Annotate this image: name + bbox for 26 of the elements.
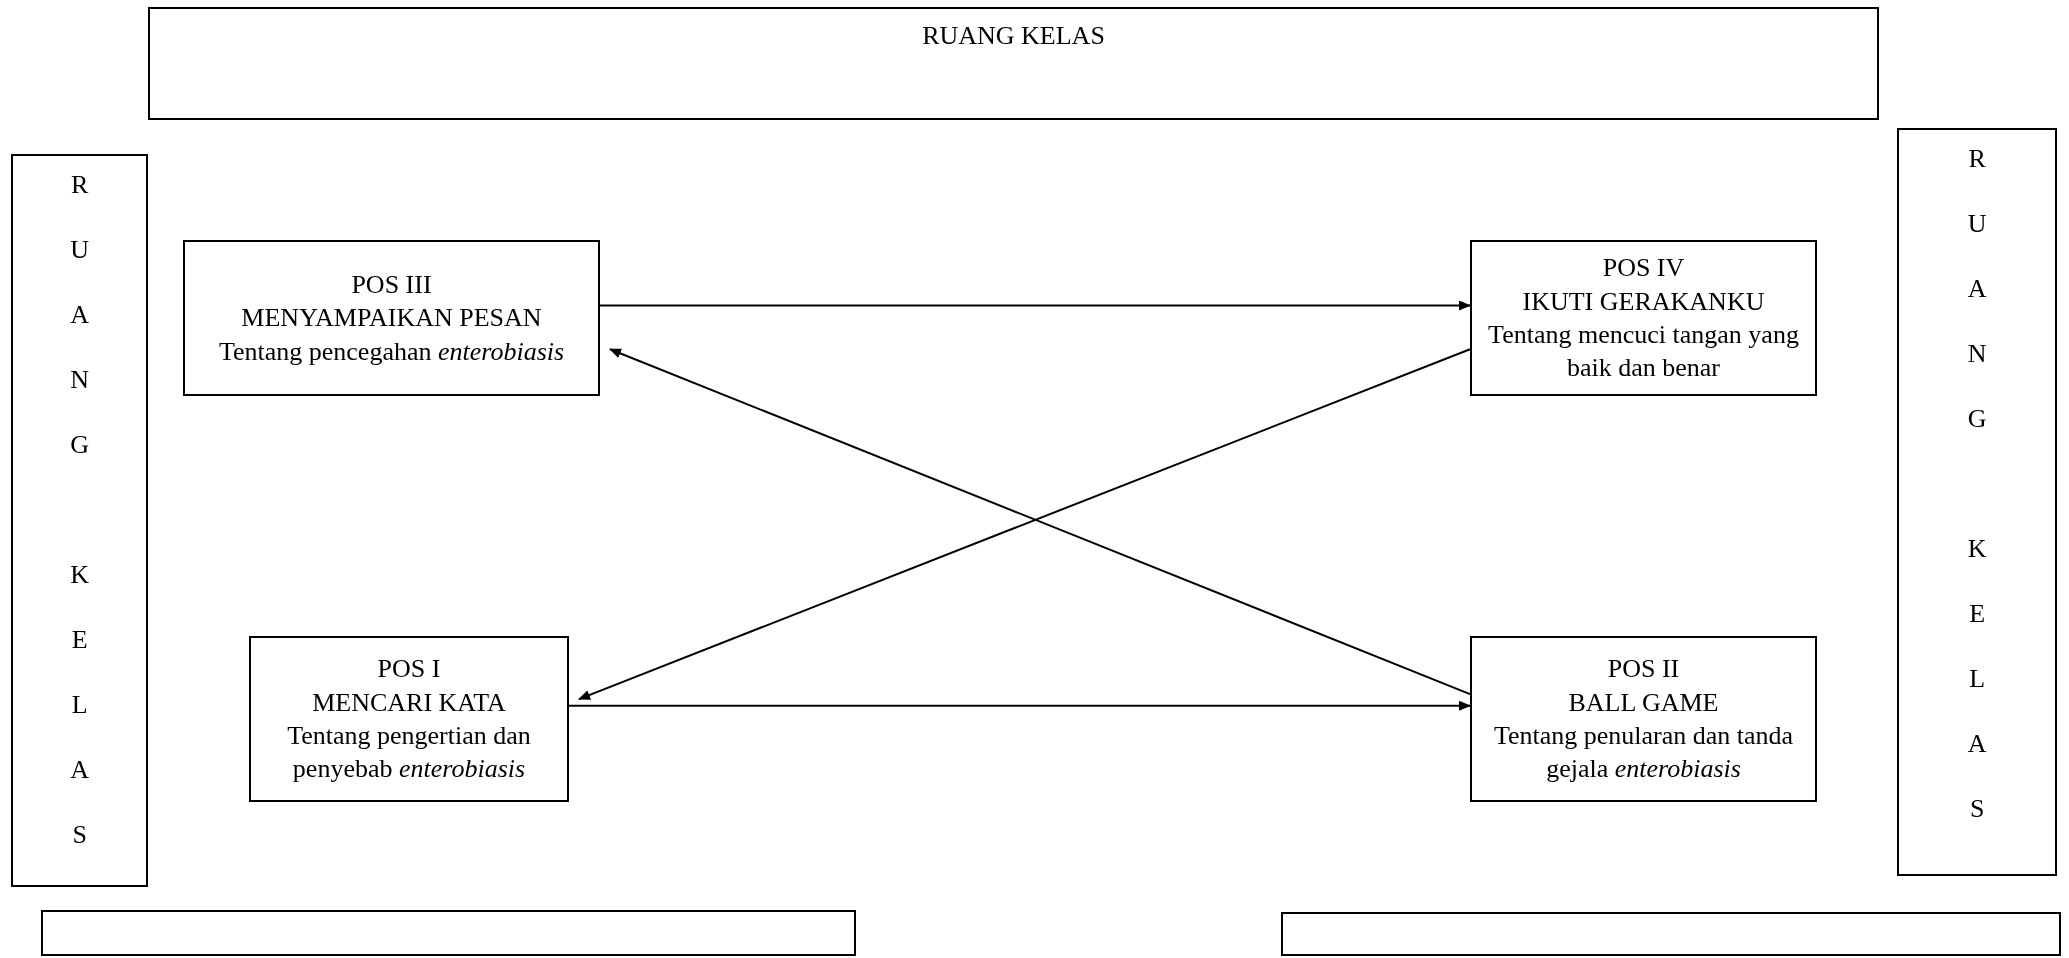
station-box: [1470, 636, 1817, 802]
empty-box: [41, 910, 856, 956]
station-box: [249, 636, 569, 802]
station-number: POS II: [1607, 653, 1680, 686]
station-title: MENCARI KATA: [312, 686, 506, 719]
station-description: Tentang penularan dan tanda gejala enterobiasis: [1492, 720, 1795, 786]
station-description: Tentang mencuci tangan yang baik dan benar: [1487, 319, 1800, 385]
room-box: [11, 154, 148, 887]
station-number: POS III: [351, 269, 432, 302]
station-description: Tentang pengertian dan penyebab enterobiasis: [286, 720, 532, 786]
station-description: Tentang pencegahan enterobiasis: [218, 335, 565, 368]
room-label: RUANG KELAS: [921, 20, 1106, 52]
station-title: MENYAMPAIKAN PESAN: [241, 302, 542, 335]
station-title: BALL GAME: [1568, 686, 1719, 719]
room-box: [148, 7, 1879, 120]
empty-box: [1281, 912, 2061, 956]
arrow: [599, 300, 1471, 311]
station-number: POS IV: [1602, 252, 1685, 285]
room-label: RUANG KELAS: [1961, 144, 1993, 859]
room-label: RUANG KELAS: [64, 170, 96, 885]
room-box: [1897, 128, 2057, 876]
station-box: [1470, 240, 1817, 396]
station-number: POS I: [377, 653, 441, 686]
arrow: [568, 700, 1471, 711]
station-title: IKUTI GERAKANKU: [1522, 285, 1765, 318]
station-box: [183, 240, 600, 396]
